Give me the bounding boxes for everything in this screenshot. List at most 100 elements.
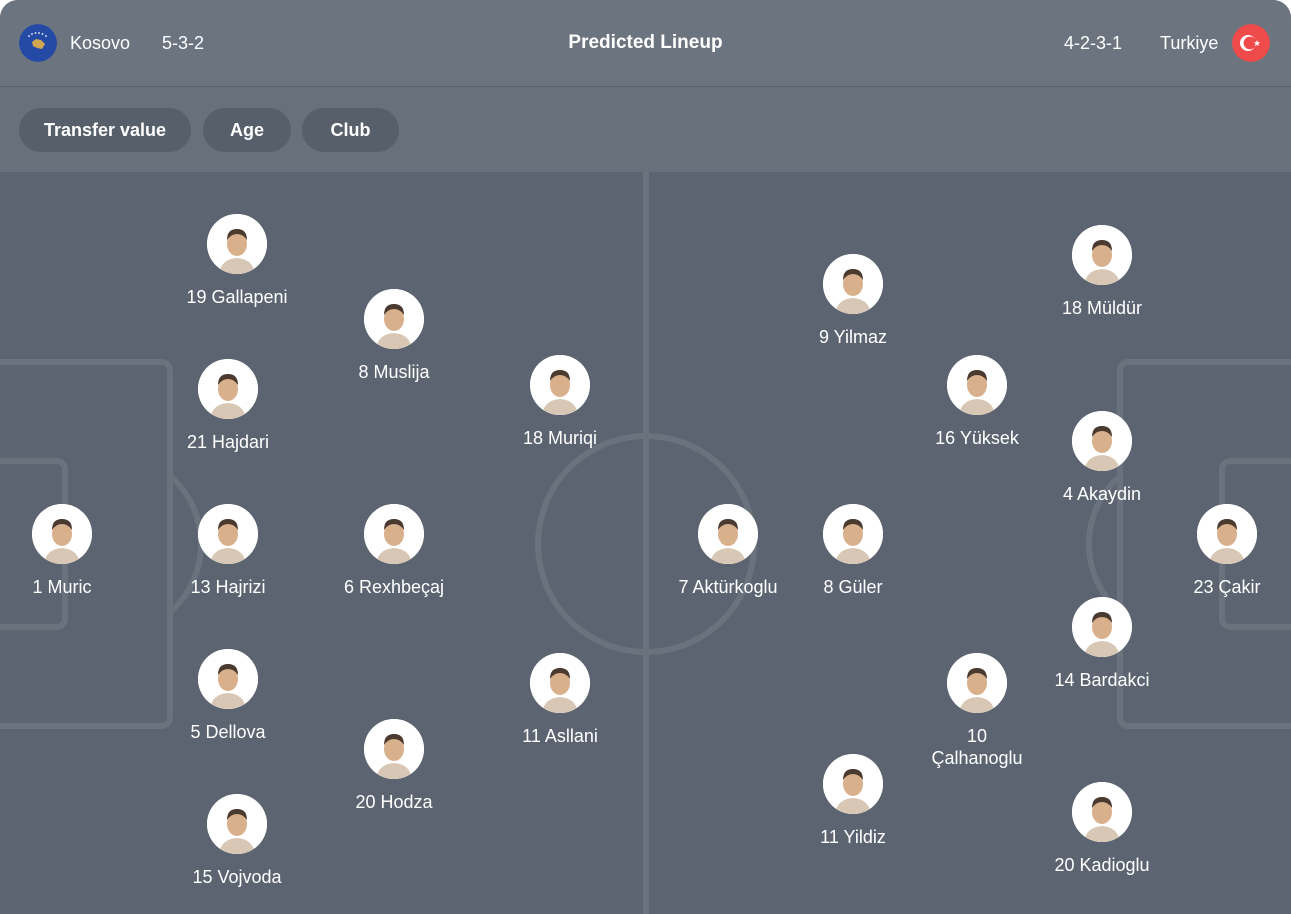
player-name: 4 Akaydin [1062,484,1142,504]
player-photo-icon [947,653,1007,713]
player-name: 8 Muslija [358,362,430,382]
player-avatar [207,794,267,854]
player-card[interactable]: 18 Muriqi [490,355,630,449]
player-card[interactable]: 15 Vojvoda [167,794,307,888]
player-photo-icon [364,719,424,779]
player-avatar [198,359,258,419]
player-photo-icon [1197,504,1257,564]
player-avatar [364,289,424,349]
player-name: 11 Asllani [522,726,598,746]
player-photo-icon [198,359,258,419]
player-card[interactable]: 23 Çakir [1157,504,1291,598]
player-avatar [698,504,758,564]
player-avatar [947,653,1007,713]
player-card[interactable]: 4 Akaydin [1032,411,1172,505]
player-card[interactable]: 6 Rexhbeçaj [324,504,464,598]
player-card[interactable]: 9 Yilmaz [783,254,923,348]
player-photo-icon [1072,225,1132,285]
page-title: Predicted Lineup [568,32,723,53]
player-avatar [32,504,92,564]
player-photo-icon [207,794,267,854]
player-name: 8 Güler [823,577,883,597]
player-avatar [530,653,590,713]
player-avatar [1197,504,1257,564]
player-avatar [1072,597,1132,657]
player-avatar [823,504,883,564]
lineup-header: Kosovo 5-3-2 Predicted Lineup 4-2-3-1 Tu… [0,0,1291,87]
player-name: 10 Çalhanoglu [931,726,1023,768]
player-card[interactable]: 19 Gallapeni [167,214,307,308]
player-name: 19 Gallapeni [186,287,288,307]
turkiye-flag-icon [1232,24,1270,62]
player-name: 7 Aktürkoglu [678,577,778,597]
pitch: 1 Muric 19 Gallapeni 21 Hajdari 13 Hajri… [0,172,1291,914]
player-photo-icon [198,649,258,709]
player-avatar [823,254,883,314]
player-photo-icon [198,504,258,564]
player-card[interactable]: 20 Hodza [324,719,464,813]
player-name: 20 Hodza [355,792,433,812]
player-avatar [530,355,590,415]
player-card[interactable]: 14 Bardakci [1032,597,1172,691]
filter-bar [0,87,1291,172]
player-photo-icon [698,504,758,564]
player-card[interactable]: 21 Hajdari [158,359,298,453]
player-photo-icon [530,355,590,415]
player-photo-icon [823,754,883,814]
player-photo-icon [530,653,590,713]
player-name: 14 Bardakci [1054,670,1150,690]
player-card[interactable]: 1 Muric [0,504,132,598]
kosovo-flag-icon [19,24,57,62]
player-name: 9 Yilmaz [818,327,888,347]
away-formation: 4-2-3-1 [1064,33,1123,53]
player-photo-icon [947,355,1007,415]
player-photo-icon [1072,411,1132,471]
player-photo-icon [32,504,92,564]
player-photo-icon [207,214,267,274]
transfer-value-filter-button[interactable]: Transfer value [19,108,191,152]
pitch-markings [0,172,1291,914]
player-card[interactable]: 7 Aktürkoglu [658,504,798,598]
player-name: 18 Muriqi [522,428,598,448]
player-avatar [1072,782,1132,842]
player-name: 13 Hajrizi [190,577,266,597]
player-name: 18 Müldür [1061,298,1143,318]
player-card[interactable]: 11 Yildiz [783,754,923,848]
player-avatar [823,754,883,814]
player-avatar [1072,411,1132,471]
player-card[interactable]: 13 Hajrizi [158,504,298,598]
player-photo-icon [1072,782,1132,842]
player-name: 11 Yildiz [820,827,886,847]
player-card[interactable]: 18 Müldür [1032,225,1172,319]
player-card[interactable]: 11 Asllani [490,653,630,747]
home-team-name: Kosovo [70,33,131,53]
player-card[interactable]: 8 Muslija [324,289,464,383]
player-photo-icon [364,504,424,564]
player-avatar [947,355,1007,415]
player-avatar [198,649,258,709]
player-name: 5 Dellova [190,722,266,742]
player-avatar [364,504,424,564]
player-name: 6 Rexhbeçaj [343,577,445,597]
player-name: 15 Vojvoda [192,867,282,887]
player-name: 21 Hajdari [186,432,270,452]
player-name: 16 Yüksek [935,428,1019,448]
club-filter-button[interactable]: Club [302,108,399,152]
player-name: 23 Çakir [1193,577,1261,597]
player-avatar [364,719,424,779]
player-card[interactable]: 10 Çalhanoglu [907,653,1047,769]
player-photo-icon [823,254,883,314]
player-card[interactable]: 5 Dellova [158,649,298,743]
away-team-name: Turkiye [1160,33,1219,53]
player-photo-icon [823,504,883,564]
player-card[interactable]: 16 Yüksek [907,355,1047,449]
player-photo-icon [364,289,424,349]
player-card[interactable]: 8 Güler [783,504,923,598]
player-card[interactable]: 20 Kadioglu [1032,782,1172,876]
age-filter-button[interactable]: Age [203,108,291,152]
player-photo-icon [1072,597,1132,657]
player-name: 1 Muric [32,577,92,597]
player-avatar [207,214,267,274]
home-formation: 5-3-2 [162,33,205,53]
